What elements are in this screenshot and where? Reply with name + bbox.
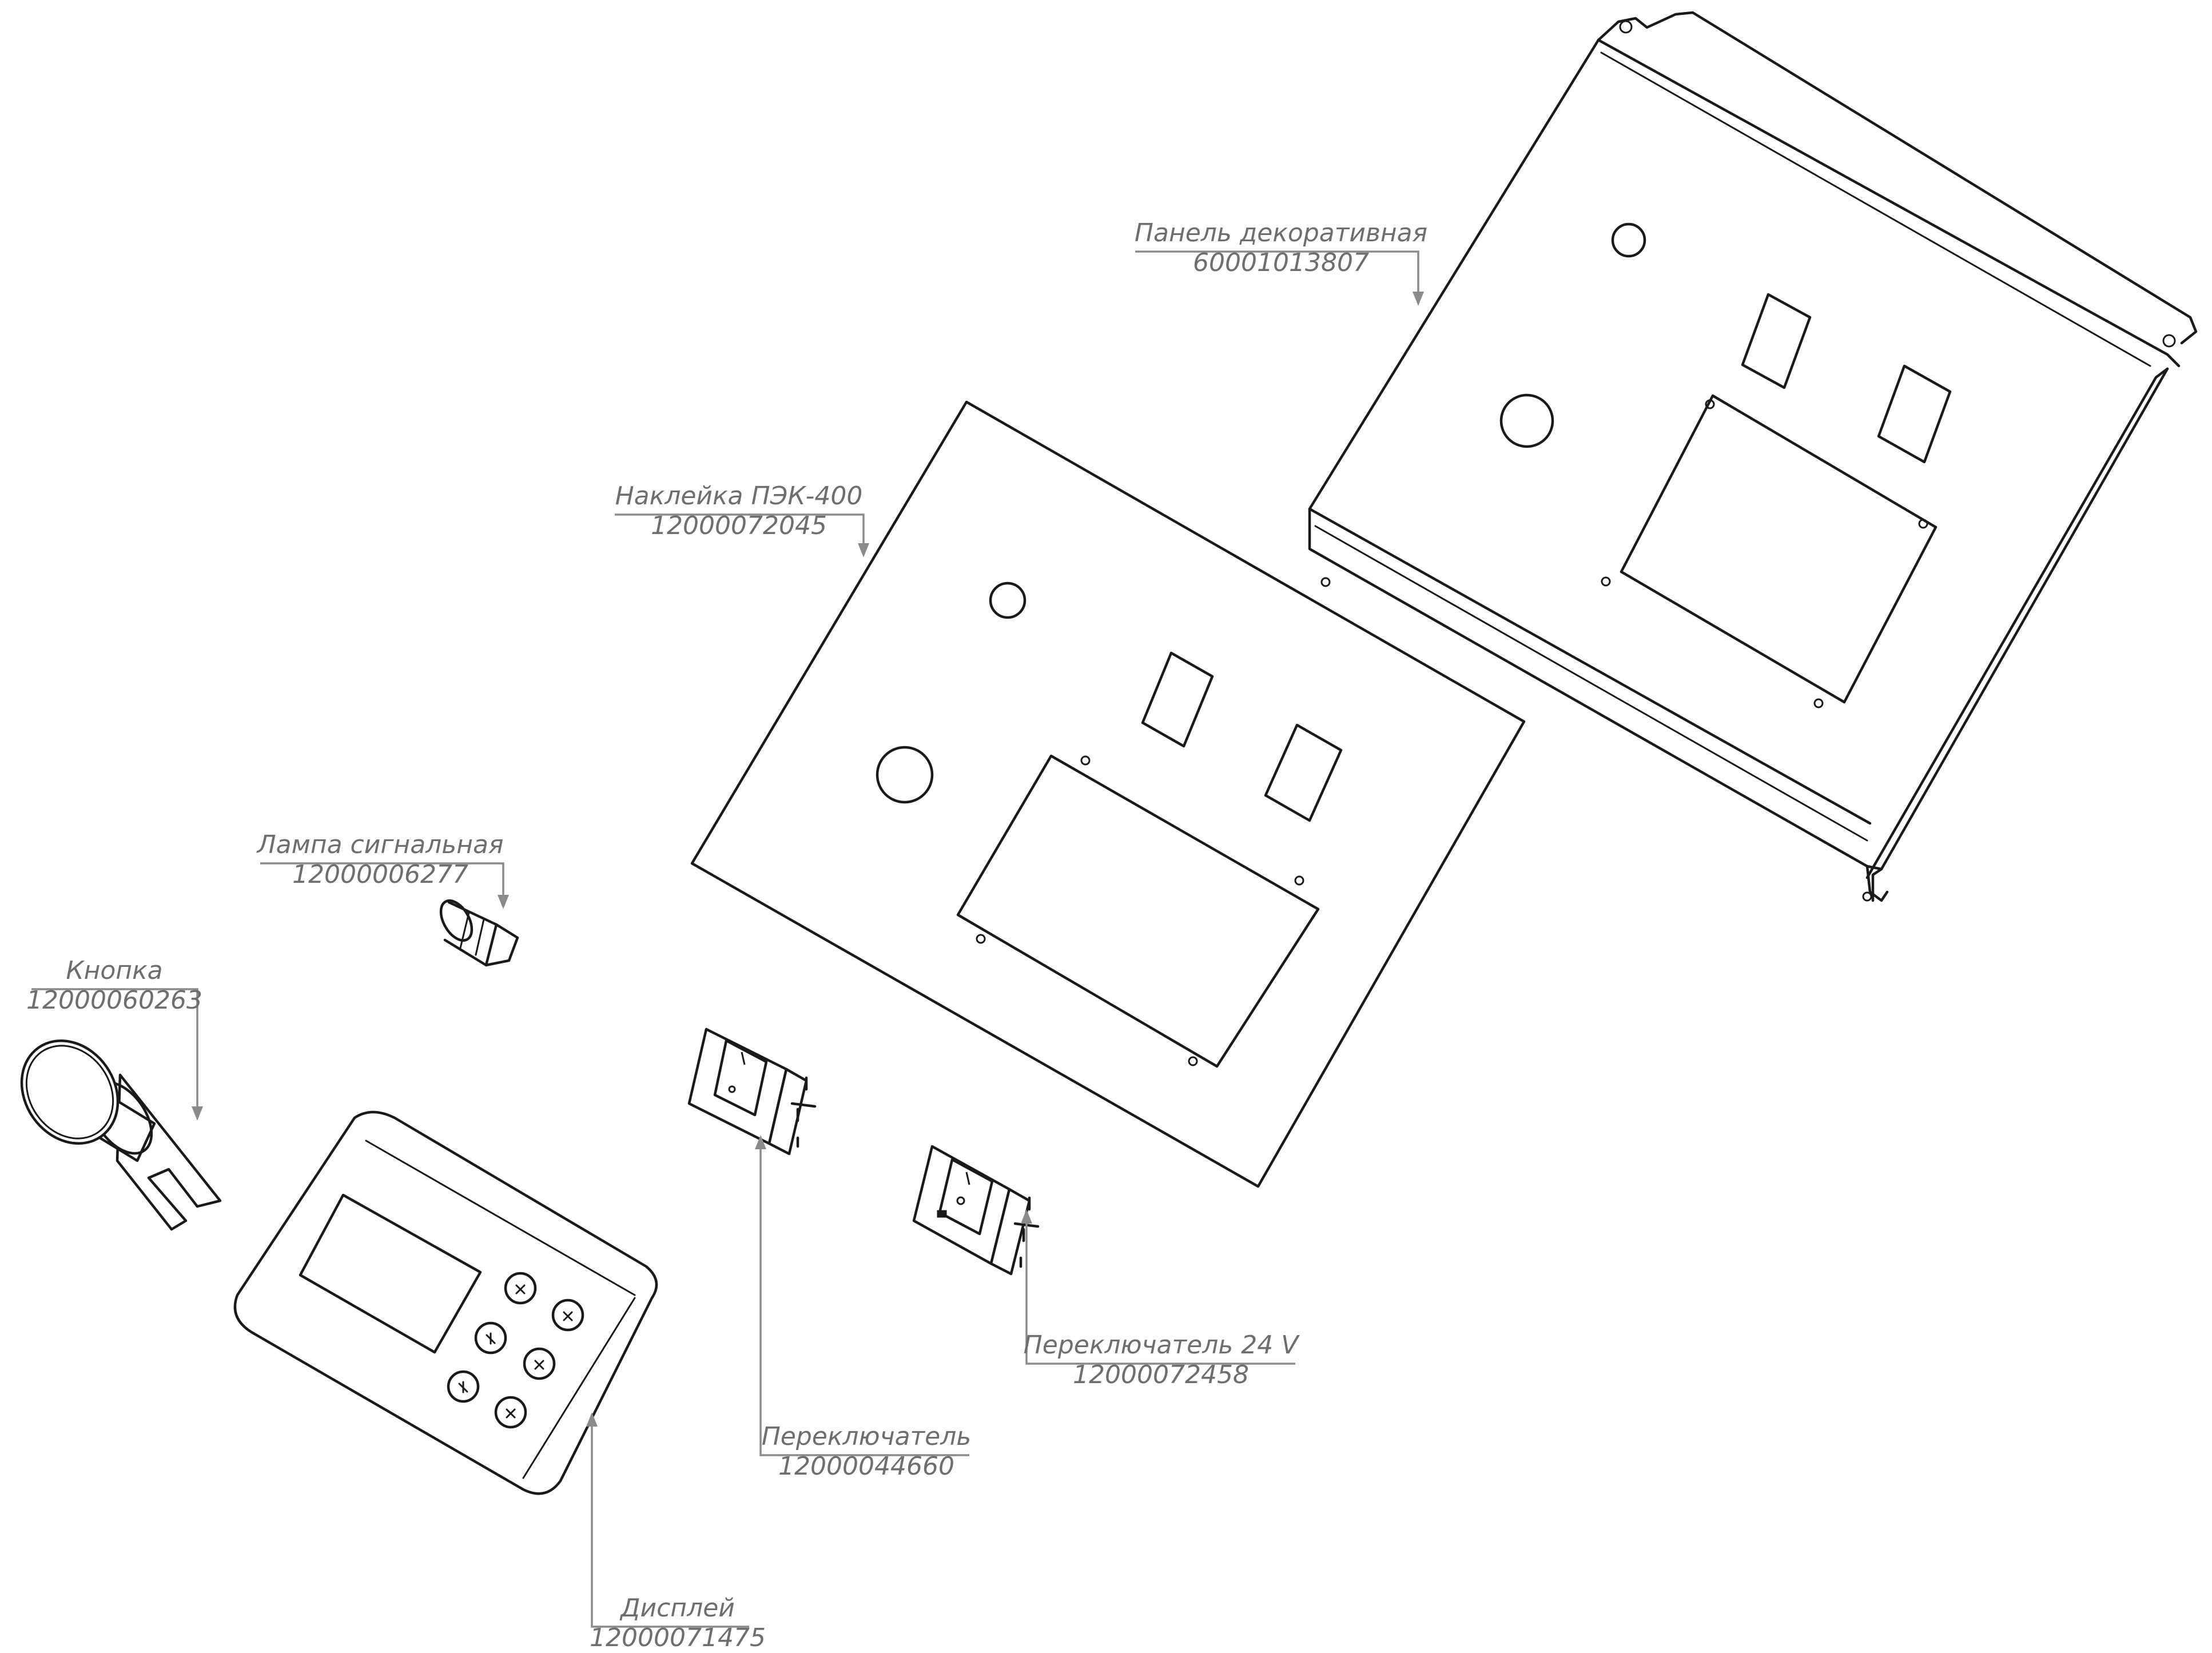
sticker-pek-400 xyxy=(690,400,1526,1188)
rocker-switch-24v xyxy=(912,1145,1040,1276)
callout-name: Лампа сигнальная xyxy=(257,830,504,859)
callout-push-button: Кнопка 12000060263 xyxy=(26,956,202,1015)
signal-lamp xyxy=(439,899,519,967)
callout-name: Переключатель 24 V xyxy=(1023,1331,1299,1360)
decorative-panel xyxy=(1308,11,2198,902)
callout-part-number: 12000072045 xyxy=(651,511,827,540)
callout-decorative-panel: Панель декоративная 60001013807 xyxy=(1135,218,1427,278)
callout-part-number: 60001013807 xyxy=(1193,248,1369,277)
callout-rocker-switch-24v: Переключатель 24 V 12000072458 xyxy=(1024,1331,1299,1390)
push-button xyxy=(20,1039,222,1231)
leader-lines xyxy=(31,250,1424,1628)
callout-sticker: Наклейка ПЭК-400 12000072045 xyxy=(615,481,863,541)
callout-part-number: 12000044660 xyxy=(778,1452,954,1481)
callout-name: Наклейка ПЭК-400 xyxy=(615,481,863,511)
callout-part-number: 12000071475 xyxy=(590,1623,766,1652)
callout-name: Кнопка xyxy=(66,956,163,985)
callout-name: Дисплей xyxy=(620,1594,735,1623)
callout-part-number: 12000060263 xyxy=(26,986,202,1015)
rocker-switch xyxy=(687,1027,817,1156)
callout-part-number: 12000006277 xyxy=(292,860,468,889)
display-unit xyxy=(233,1110,658,1495)
callout-display: Дисплей 12000071475 xyxy=(590,1594,766,1653)
callout-part-number: 12000072458 xyxy=(1073,1360,1249,1389)
callout-rocker-switch: Переключатель 12000044660 xyxy=(762,1422,972,1481)
callout-name: Панель декоративная xyxy=(1134,218,1428,248)
callout-name: Переключатель xyxy=(761,1422,972,1451)
callout-signal-lamp: Лампа сигнальная 12000006277 xyxy=(257,830,504,890)
